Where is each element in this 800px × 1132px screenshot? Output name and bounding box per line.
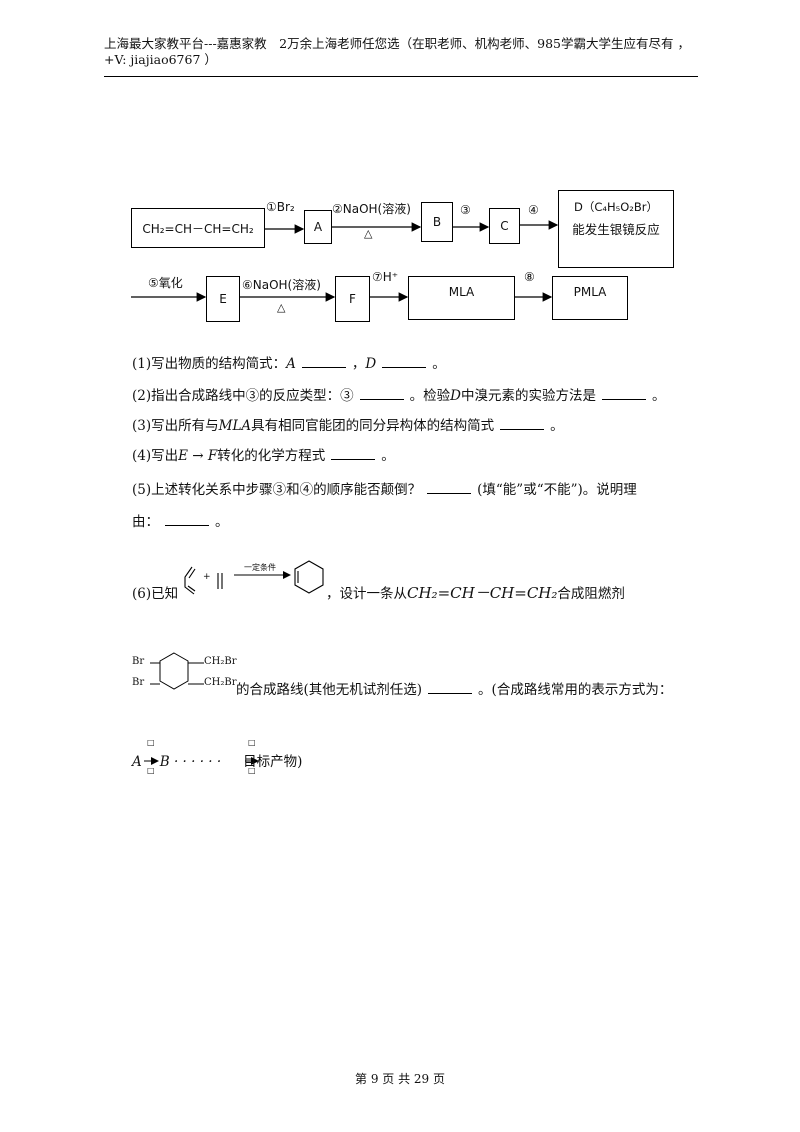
q4-end: 。 (381, 448, 395, 464)
box-a-label: A (313, 220, 323, 234)
box-d-formula: D（C₄H₅O₂Br） (573, 200, 659, 214)
q1-blank-a (301, 355, 346, 368)
box-e: E (206, 276, 240, 322)
box-pmla: PMLA (552, 276, 628, 320)
step3-label: ③ (460, 203, 471, 217)
box-pmla-label: PMLA (573, 285, 607, 299)
box-c: C (489, 208, 520, 244)
question-6-label: (6)已知 (132, 586, 179, 602)
box-b: B (421, 202, 453, 242)
page-header: 上海最大家教平台---嘉惠家教 2万余上海老师任您选（在职老师、机构老师、985… (104, 36, 704, 68)
q6-text-d: 的合成路线(其他无机试剂任选) (236, 682, 423, 698)
question-3: (3)写出所有与MLA具有相同官能团的同分异构体的结构简式 。 (132, 414, 564, 434)
target-br-2: Br (132, 677, 145, 688)
q5-blank-1 (427, 481, 472, 494)
q6-end: 。(合成路线常用的表示方式为： (478, 682, 673, 698)
box-b-label: B (432, 215, 442, 229)
q6-plus: + (203, 572, 211, 582)
q1-blank-d (382, 355, 427, 368)
box-mla: MLA (408, 276, 515, 320)
start-material: CH₂=CH－CH=CH₂ (142, 221, 254, 236)
q2-end: 。 (651, 388, 666, 404)
q2-blank-2 (601, 387, 646, 400)
header-rule (104, 76, 698, 77)
header-line-1: 上海最大家教平台---嘉惠家教 2万余上海老师任您选（在职老师、机构老师、985… (104, 36, 690, 51)
question-4: (4)写出E → F转化的化学方程式 。 (132, 444, 395, 464)
q5-text-c: 由： (132, 514, 159, 530)
diene-structure (184, 566, 196, 595)
target-br-1: Br (132, 656, 145, 667)
box-f: F (335, 276, 370, 322)
route-mark-2-bottom: □ (248, 766, 256, 775)
q3-text-b: 具有相同官能团的同分异构体的结构简式 (251, 418, 495, 434)
start-material-box: CH₂=CH－CH=CH₂ (131, 208, 265, 248)
q2-var: D (450, 388, 461, 404)
q6-text-b: ，设计一条从 (326, 586, 407, 602)
q2-text-b: 。检验 (409, 388, 451, 404)
route-format: A B · · · · · · 目标产物) (132, 750, 302, 770)
step4-label: ④ (528, 203, 539, 217)
question-6: ，设计一条从CH₂=CH－CH=CH₂合成阻燃剂 (326, 582, 625, 603)
q4-text: (4)写出 (132, 448, 179, 464)
q6-blank (428, 681, 473, 694)
q1-var-a: A (286, 356, 296, 372)
route-mark-2-top: □ (248, 738, 256, 747)
step7-label: ⑦H⁺ (372, 270, 399, 284)
question-5: (5)上述转化关系中步骤③和④的顺序能否颠倒？ (填“能”或“不能”)。说明理 (132, 478, 637, 498)
target-ch2br-1: CH₂Br (204, 656, 237, 667)
step8-label: ⑧ (524, 270, 535, 284)
box-f-label: F (349, 292, 356, 306)
route-end: 目标产物) (243, 754, 303, 770)
question-6-cont: 的合成路线(其他无机试剂任选) 。(合成路线常用的表示方式为： (236, 678, 672, 698)
q3-text: (3)写出所有与 (132, 418, 219, 434)
step6-condition: △ (277, 301, 286, 314)
q1-var-d: D (365, 356, 377, 372)
target-ring-structure (150, 652, 204, 690)
box-c-label: C (500, 219, 509, 233)
q1-end: 。 (432, 356, 446, 372)
q3-end: 。 (550, 418, 564, 434)
box-d: D（C₄H₅O₂Br） 能发生银镜反应 (558, 190, 674, 268)
ethene-structure (217, 573, 223, 589)
cyclohexene-structure (294, 560, 324, 594)
q6-text-c: 合成阻燃剂 (557, 586, 625, 602)
q5-text-b: (填“能”或“不能”)。说明理 (477, 482, 637, 498)
box-mla-label: MLA (448, 285, 475, 299)
question-2: (2)指出合成路线中③的反应类型：③ 。检验D中溴元素的实验方法是 。 (132, 384, 665, 404)
box-a: A (304, 210, 332, 244)
q2-text: (2)指出合成路线中③的反应类型：③ (132, 388, 354, 404)
target-ch2br-2: CH₂Br (204, 677, 237, 688)
q6-formula: CH₂=CH－CH=CH₂ (407, 584, 558, 602)
q1-sep: ， (351, 356, 366, 372)
q5-end: 。 (215, 514, 229, 530)
route-mark-1-bottom: □ (147, 766, 155, 775)
route-b: B · · · · · · (159, 754, 222, 770)
q4-text-b: 转化的化学方程式 (217, 448, 326, 464)
question-1: (1)写出物质的结构简式：A ，D 。 (132, 352, 446, 372)
q2-blank-1 (359, 387, 404, 400)
q5-blank-2 (165, 513, 209, 526)
step1-label: ①Br₂ (266, 200, 295, 214)
q4-var: E → F (178, 448, 218, 464)
q1-text: (1)写出物质的结构简式： (132, 356, 287, 372)
step2-label: ②NaOH(溶液) (332, 202, 411, 216)
step5-label: ⑤氧化 (148, 276, 183, 290)
step2-condition: △ (364, 227, 373, 240)
route-a: A (132, 754, 142, 770)
q3-var: MLA (218, 418, 252, 434)
q3-blank (500, 417, 545, 430)
question-5-cont: 由： 。 (132, 510, 229, 530)
q2-text-c: 中溴元素的实验方法是 (460, 388, 596, 404)
step6-label: ⑥NaOH(溶液) (242, 278, 321, 292)
header-line-2: +V: jiajiao6767 ） (104, 52, 217, 67)
q5-text: (5)上述转化关系中步骤③和④的顺序能否颠倒？ (132, 482, 422, 498)
page-footer: 第 9 页 共 29 页 (355, 1072, 445, 1086)
q4-blank (331, 447, 376, 460)
box-e-label: E (219, 292, 227, 306)
route-mark-1-top: □ (147, 738, 155, 747)
q6-condition: 一定条件 (244, 563, 276, 572)
box-d-property: 能发生银镜反应 (572, 222, 660, 237)
